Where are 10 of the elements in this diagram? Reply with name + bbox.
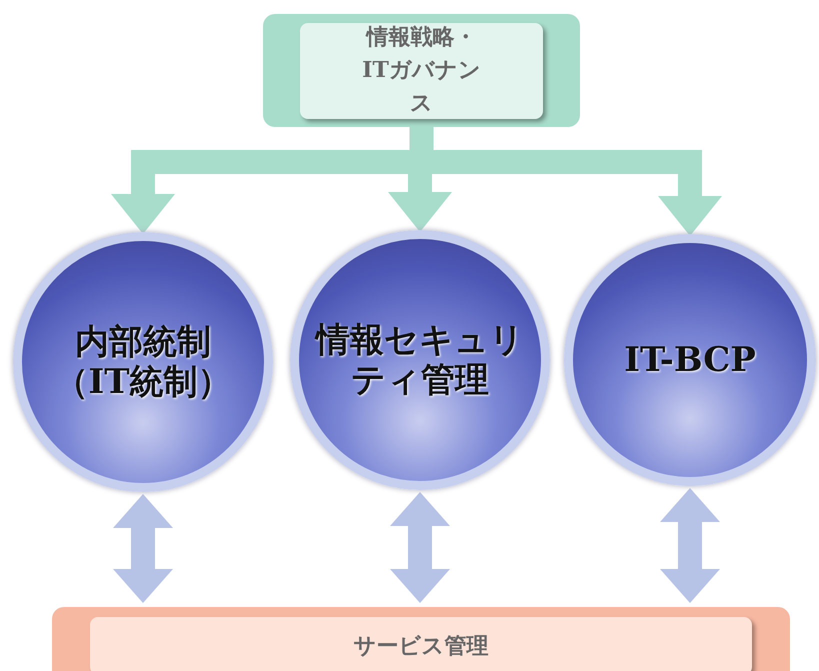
circle-label: IT-BCP	[623, 340, 757, 380]
process-box	[263, 14, 580, 127]
circle-label: 情報セキュリティ管理	[314, 320, 525, 400]
arrow	[660, 488, 720, 603]
arrow	[113, 494, 173, 603]
label-box: 情報戦略・ITガバナンス	[300, 22, 543, 118]
arrow	[390, 492, 450, 603]
label-box: サービス管理	[90, 617, 752, 671]
band	[52, 607, 790, 671]
circle-label: 内部統制（IT統制）	[53, 322, 233, 402]
